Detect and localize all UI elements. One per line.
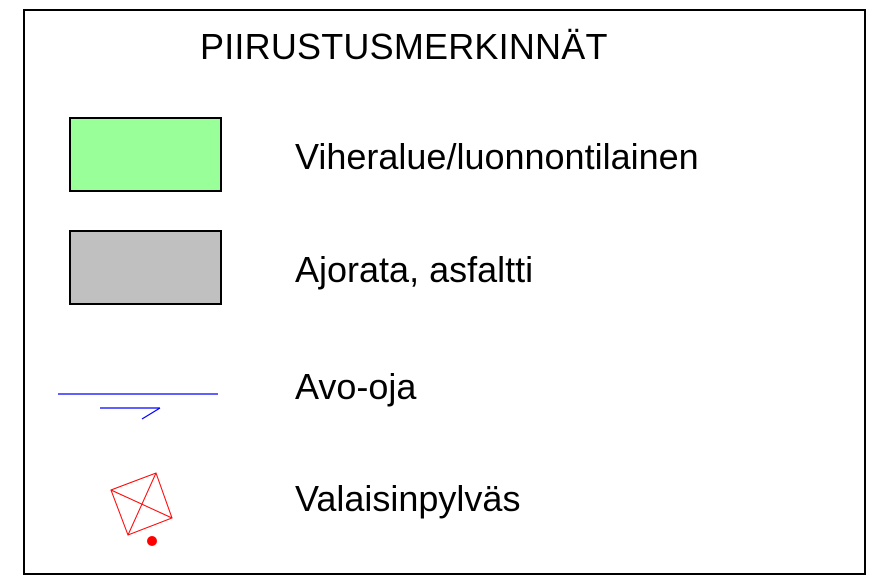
green-area-swatch	[69, 117, 222, 192]
open-ditch-icon	[58, 393, 218, 420]
legend-label-green-area: Viheralue/luonnontilainen	[295, 136, 699, 177]
gray-area-swatch	[69, 230, 222, 305]
legend-title: PIIRUSTUSMERKINNÄT	[200, 26, 608, 67]
legend-label-open-ditch: Avo-oja	[295, 366, 417, 407]
legend-label-asphalt-road: Ajorata, asfaltti	[295, 249, 534, 290]
legend-label-street-lamp: Valaisinpylväs	[295, 478, 521, 519]
street-lamp-icon	[110, 472, 173, 546]
